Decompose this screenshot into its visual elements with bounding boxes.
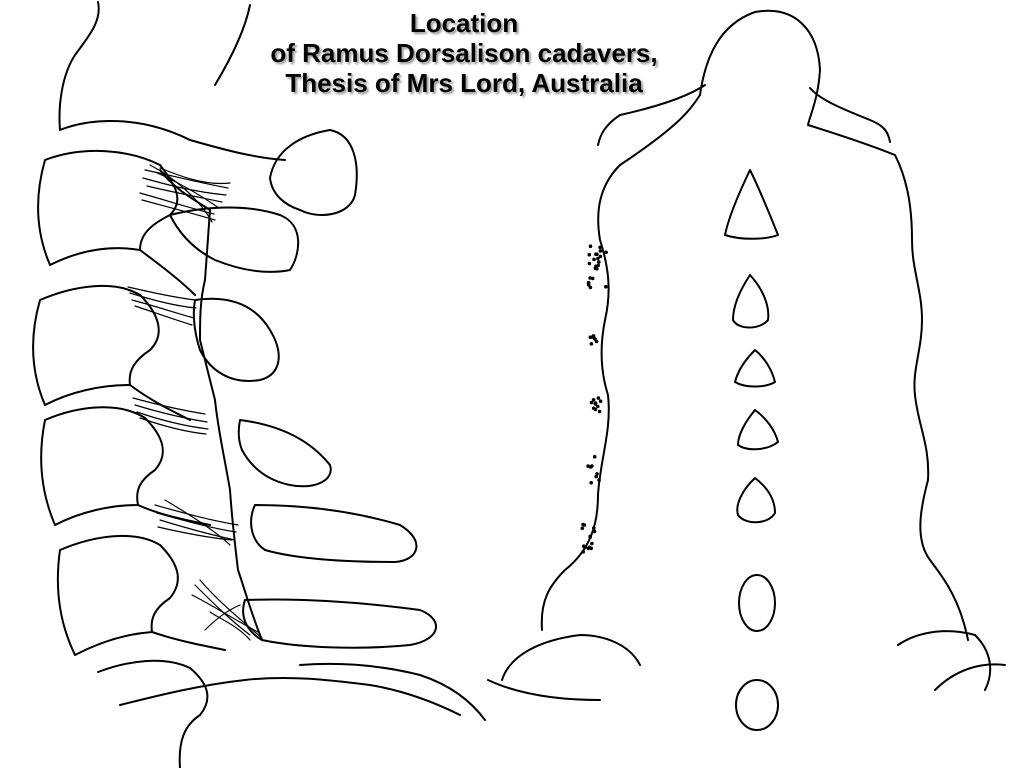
articular-pillar [159,169,263,641]
ramus-dorsalis-dot-clusters [580,244,608,554]
spinous-process-7 [735,679,779,731]
dot [587,261,592,266]
right-shoulder-contour [897,630,992,691]
dot [581,549,586,554]
dot [580,526,585,531]
dot [596,396,601,400]
vertebra-c5-body [56,535,179,656]
shoulder-outline [299,662,486,721]
vertebra-c6-body [97,659,209,769]
left-shoulder-contour [501,634,641,681]
dot [592,257,596,262]
dot [595,472,599,476]
dot [589,342,594,346]
fiber-bundle-c2 [139,164,231,223]
dot [592,529,597,534]
dot [589,400,594,405]
occiput-outline [214,4,251,86]
dot [594,339,599,344]
dot [593,266,598,271]
dot [588,285,593,290]
dot-cluster-3 [589,396,603,414]
spinous-process-3 [734,349,776,388]
fiber-bundle-c5 [154,499,239,546]
skull-base-outline [58,1,286,161]
dot [592,526,596,530]
dot [589,481,593,485]
dot [598,249,603,253]
left-neck-line [597,84,706,146]
dot [591,406,596,411]
dot [596,256,600,261]
vertebra-c2-body [37,149,179,266]
right-neck-line [809,87,891,143]
fiber-bundle-c3 [127,286,197,326]
left-torso-outline [540,94,701,631]
spinous-process-6 [738,574,776,632]
dot [591,398,596,402]
dot [587,545,592,550]
dot [604,250,608,255]
dot [588,535,592,539]
figure-title: Location of Ramus Dorsalison cadavers, T… [200,8,728,98]
dot [587,252,592,257]
dot [583,545,587,550]
dot [586,283,591,287]
dot [597,409,602,414]
spinous-process-4 [737,409,779,451]
mastoid-process [269,129,358,216]
left-arm-contour [487,679,601,701]
spinous-process-1 [724,169,779,240]
dot [597,478,601,482]
dot-cluster-1 [586,244,608,290]
dot-cluster-5 [580,522,597,554]
dot [598,399,603,404]
dot-cluster-2 [588,334,599,346]
dot [594,252,598,256]
laminae-line [129,249,226,651]
dot [593,401,598,405]
vertebra-c6-process [242,598,437,649]
right-shoulder-contour-2 [934,663,1006,691]
dot [581,522,585,527]
dot-cluster-4 [586,454,601,485]
vertebra-c3-body [32,285,160,406]
vertebra-c2-process [169,206,300,273]
dot [604,284,608,289]
title-line-2: of Ramus Dorsalison cadavers, [270,38,658,68]
fiber-bundle-c4 [132,397,209,435]
vertebra-c4-body [40,406,164,526]
fiber-bundle-c6 [191,579,263,641]
vertebra-c4-process [237,419,332,488]
vertebra-c5-process [250,504,418,563]
dot [597,260,601,264]
lower-neck-outline [119,676,461,716]
lateral-spine-view [32,1,486,769]
spinous-process-2 [732,274,770,329]
vertebra-c3-process [192,297,280,382]
dot [596,404,600,409]
dot [586,464,590,468]
dot [596,263,600,268]
dot [591,334,596,338]
posterior-back-view [487,9,1006,731]
title-line-3: Thesis of Mrs Lord, Australia [285,68,643,98]
dot [594,474,598,479]
head-and-torso-outline [699,9,969,641]
spinous-process-5 [736,477,776,524]
dot [598,254,603,259]
dot [590,541,594,546]
dot [592,454,597,459]
nerve-fiber-bundles [127,164,263,641]
dot [588,276,592,280]
dot [588,335,593,340]
dot [588,244,593,248]
title-line-1: Location [409,8,519,38]
dot [598,245,602,250]
